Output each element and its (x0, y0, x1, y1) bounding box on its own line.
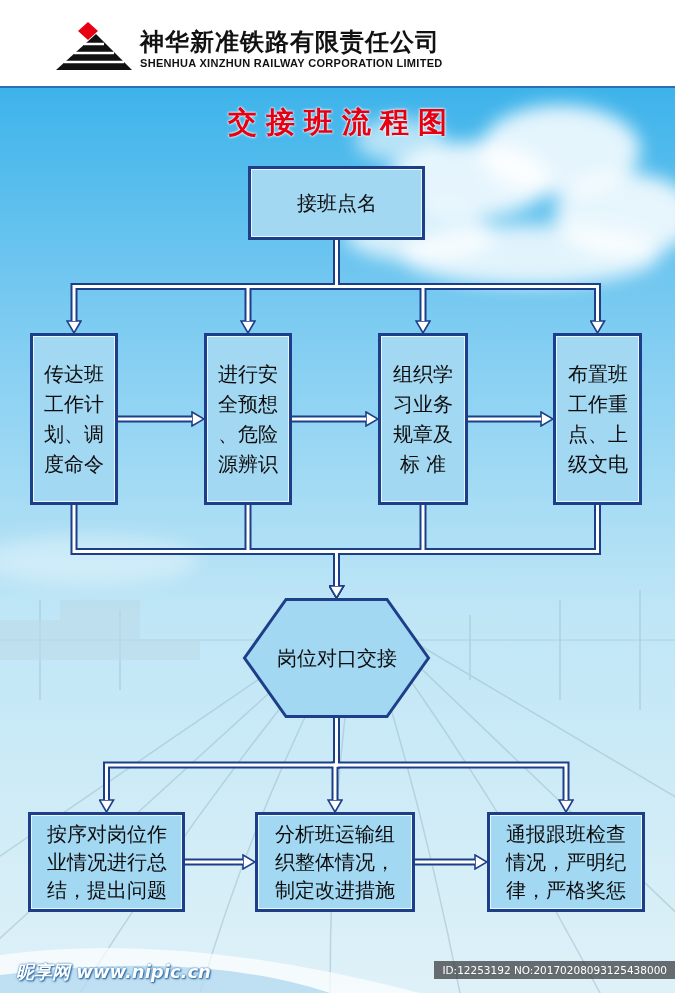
cloud (0, 535, 200, 585)
clouds (0, 105, 675, 585)
process-box: 组织学 习业务 规章及 标 准 (378, 333, 468, 505)
handover-hexagon: 岗位对口交接 (243, 598, 430, 718)
process-box: 布置班 工作重 点、上 级文电 (553, 333, 642, 505)
node-text: 布置班 工作重 点、上 级文电 (565, 359, 631, 479)
flow-connector (248, 505, 337, 586)
node-text: 分析班运输组 织整体情况， 制定改进措施 (272, 820, 398, 904)
header-band (0, 0, 675, 86)
node-text: 传达班 工作计 划、调 度命令 (41, 359, 107, 479)
connector-core (248, 505, 337, 586)
connector-core (185, 861, 243, 864)
connector-group (74, 240, 598, 862)
connector-core (248, 240, 337, 321)
flow-connector (107, 718, 337, 800)
bottom-swoosh (0, 948, 420, 993)
process-box: 按序对岗位作 业情况进行总 结，提出问题 (28, 812, 185, 912)
logo-stripe (84, 43, 104, 46)
connector-core (74, 505, 337, 586)
connector-core (118, 418, 192, 421)
cloud (400, 225, 660, 285)
flow-connector (337, 240, 598, 321)
flow-connector (248, 240, 337, 321)
connector-core (337, 240, 598, 321)
flow-connector (337, 505, 598, 586)
connector-core (468, 418, 541, 421)
node-text: 接班点名 (297, 189, 377, 217)
flow-connector (74, 505, 337, 586)
watermark-site: 昵享网 www.nipic.cn (16, 960, 211, 984)
header-rule (0, 86, 675, 88)
connector-core (107, 718, 337, 800)
node-text: 进行安 全预想 、危险 源辨识 (215, 359, 281, 479)
railway-photo (0, 590, 675, 993)
process-box: 分析班运输组 织整体情况， 制定改进措施 (255, 812, 415, 912)
process-box: 传达班 工作计 划、调 度命令 (30, 333, 118, 505)
process-box: 接班点名 (248, 166, 425, 240)
connector-core (337, 505, 598, 586)
flow-connector (337, 718, 567, 800)
process-box: 进行安 全预想 、危险 源辨识 (204, 333, 292, 505)
connector-core (337, 240, 424, 321)
flow-connector (74, 240, 337, 321)
logo-mountain (56, 34, 132, 70)
watermark-id: ID:12253192 NO:20170208093125438000 (434, 961, 675, 979)
flow-connector (292, 416, 366, 423)
logo-stripe (74, 52, 114, 55)
connector-core-group (74, 240, 598, 862)
connector-core (337, 505, 424, 586)
logo-stripe (64, 61, 124, 64)
flow-connector (337, 505, 424, 586)
node-text: 组织学 习业务 规章及 标 准 (390, 359, 456, 479)
company-logo (56, 22, 132, 70)
connector-core (292, 418, 366, 421)
company-name-english: SHENHUA XINZHUN RAILWAY CORPORATION LIMI… (140, 57, 443, 69)
flow-connector (468, 416, 541, 423)
connector-core (74, 240, 337, 321)
logo-diamond (78, 22, 98, 40)
flow-connector (415, 859, 475, 866)
flow-connector (185, 859, 243, 866)
building (0, 600, 200, 660)
node-text: 按序对岗位作 业情况进行总 结，提出问题 (44, 820, 170, 904)
process-box: 通报跟班检查 情况，严明纪 律，严格奖惩 (487, 812, 645, 912)
hexagon-shape (245, 600, 429, 717)
node-text: 岗位对口交接 (277, 644, 397, 672)
connector-core (337, 718, 567, 800)
diagram-title: 交接班流程图 (0, 103, 675, 143)
company-name: 神华新准铁路有限责任公司 (140, 26, 440, 58)
flow-connector (337, 240, 424, 321)
flow-connector (118, 416, 192, 423)
connector-core (415, 861, 475, 864)
node-text: 通报跟班检查 情况，严明纪 律，严格奖惩 (503, 820, 629, 904)
